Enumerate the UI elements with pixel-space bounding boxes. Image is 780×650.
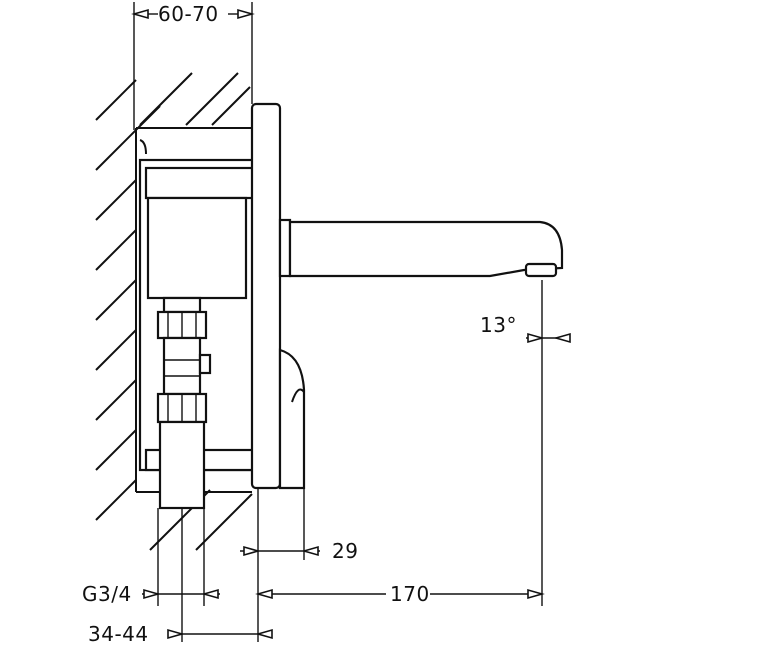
wall-depth-label: 60-70: [158, 2, 219, 26]
spout: [278, 218, 564, 278]
dimension-thread: G3/4: [82, 582, 220, 606]
connection-depth-label: 34-44: [88, 622, 149, 646]
thread-label: G3/4: [82, 582, 132, 606]
spout-reach-label: 170: [390, 582, 430, 606]
pipe-fittings: [156, 296, 212, 510]
plate-offset-label: 29: [332, 539, 358, 563]
dimension-connection-depth: 34-44: [88, 622, 273, 646]
dimension-spout-reach: 170: [255, 582, 545, 606]
dimension-wall-depth: 60-70: [131, 2, 255, 26]
sensor-housing: [278, 348, 306, 490]
dimension-angle: 13°: [480, 313, 571, 344]
cover-plate: [250, 102, 282, 490]
sensor-window: [291, 388, 305, 403]
dimension-plate-offset: 29: [240, 539, 358, 563]
angle-label: 13°: [480, 313, 517, 337]
